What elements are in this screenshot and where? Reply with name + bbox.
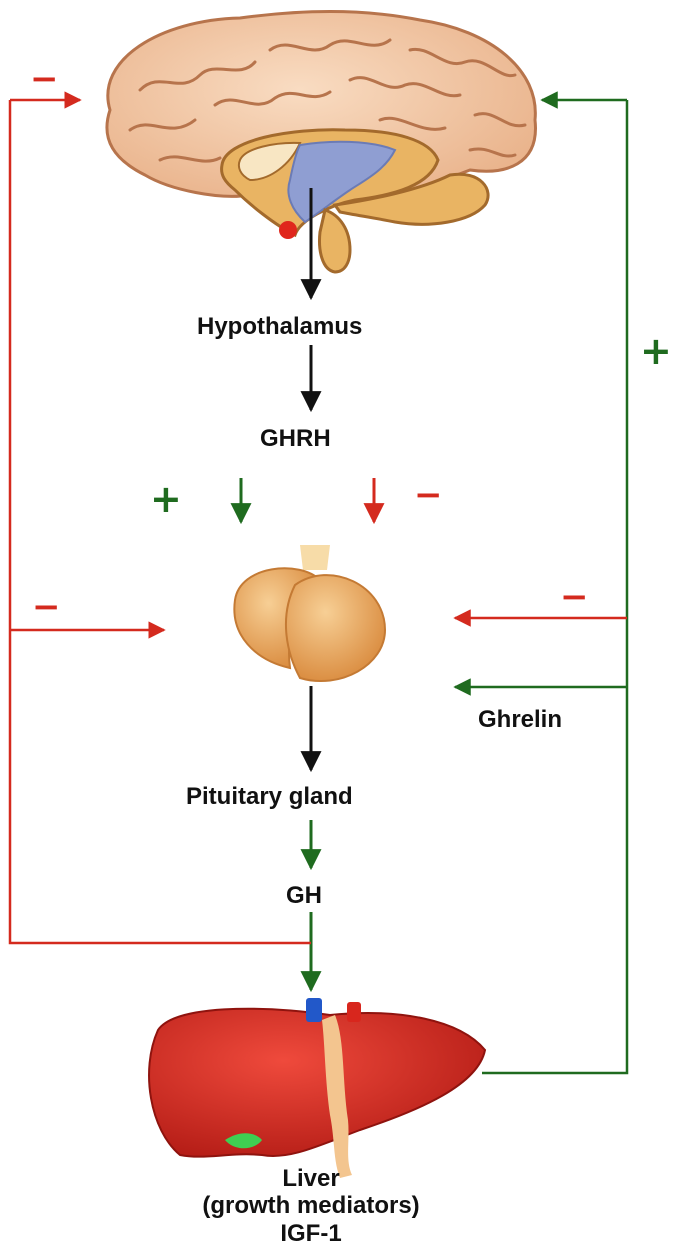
- label-liver: Liver: [282, 1165, 340, 1192]
- positive-feedback-loop-right: [482, 100, 629, 1075]
- label-pituitary-gland: Pituitary gland: [186, 783, 353, 810]
- negative-feedback-loop-left: [8, 100, 311, 945]
- label-gh: GH: [286, 882, 322, 909]
- sign-plus-ghrh: +: [150, 477, 182, 521]
- label-ghrh: GHRH: [260, 425, 331, 452]
- liver-illustration: [148, 998, 487, 1178]
- label-igf-1: IGF-1: [280, 1220, 342, 1247]
- brain-illustration: [105, 10, 537, 274]
- label-ghrelin: Ghrelin: [478, 706, 563, 733]
- sign-minus-top-left: −: [30, 59, 59, 99]
- label-growth-mediators: (growth mediators): [202, 1192, 420, 1219]
- sign-minus-ghrh: −: [414, 475, 443, 515]
- pituitary-illustration: [233, 545, 387, 683]
- sign-minus-right-pituitary: −: [560, 577, 589, 617]
- label-hypothalamus: Hypothalamus: [197, 313, 363, 340]
- sign-plus-right: +: [640, 329, 672, 373]
- sign-minus-left-pituitary: −: [32, 587, 61, 627]
